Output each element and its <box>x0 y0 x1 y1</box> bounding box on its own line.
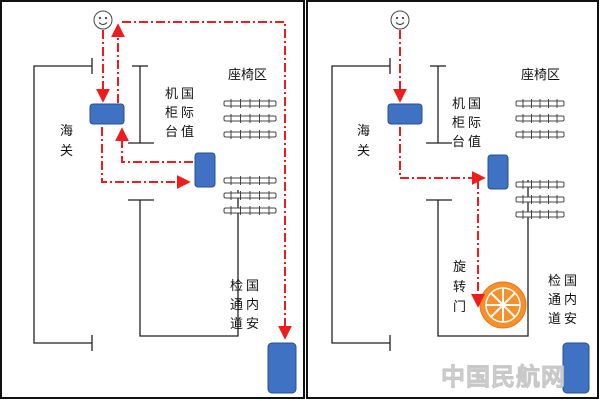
right-route <box>393 30 486 308</box>
watermark-logo: 中国民航网 <box>441 363 566 391</box>
right-security-label: 国内安检通道 <box>548 274 577 327</box>
left-panel: 海关 国际值机柜台 座椅区 国内安检通道 <box>0 0 305 399</box>
left-security-label: 国内安检通道 <box>230 279 259 332</box>
left-seating-benches <box>223 99 277 215</box>
right-customs-label: 海关 <box>357 124 370 159</box>
check-in-counter <box>487 154 509 190</box>
customs-booth <box>89 103 125 125</box>
right-panel: 海关 国际值机柜台 座椅区 旋转门 国内安检通道 <box>306 0 599 399</box>
left-counter-label: 国际值机柜台 <box>165 87 194 140</box>
left-walls <box>33 58 239 351</box>
revolving-door-icon <box>479 281 527 329</box>
security-booth <box>562 342 590 394</box>
left-customs-label: 海关 <box>60 124 73 159</box>
passenger-smiley-icon <box>93 10 113 30</box>
security-booth <box>267 342 297 394</box>
left-route <box>96 21 292 340</box>
right-seating-label: 座椅区 <box>521 68 560 83</box>
right-turnstile-label: 旋转门 <box>453 260 466 315</box>
customs-booth <box>387 103 423 125</box>
check-in-counter <box>194 152 216 188</box>
right-walls <box>331 58 529 351</box>
passenger-smiley-icon <box>390 10 410 30</box>
right-seating-benches <box>515 99 565 219</box>
right-counter-label: 国际值机柜台 <box>452 97 481 150</box>
left-seating-label: 座椅区 <box>228 68 267 83</box>
